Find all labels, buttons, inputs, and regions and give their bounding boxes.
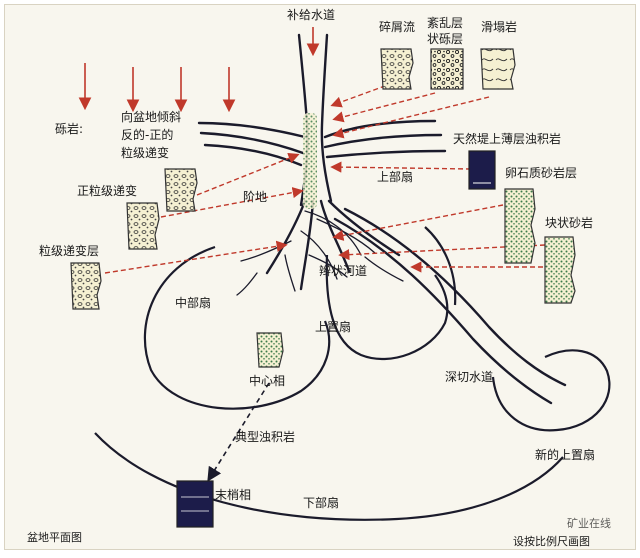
label-levee-turbidite: 天然堤上薄层浊积岩 bbox=[453, 131, 561, 146]
label-distal-facies: 末梢相 bbox=[215, 487, 251, 502]
label-graded-bed: 粒级递变层 bbox=[39, 243, 99, 258]
label-middle-fan: 中部扇 bbox=[175, 295, 211, 310]
label-terrace: 阶地 bbox=[243, 190, 267, 204]
label-conglomerate: 砾岩: bbox=[55, 121, 83, 136]
reverse-normal-column bbox=[126, 202, 160, 250]
label-new-suprafan: 新的上置扇 bbox=[535, 447, 595, 462]
watermark-text: 矿业在线 bbox=[567, 516, 611, 530]
label-reverse-normal-1: 反的-正的 bbox=[121, 127, 173, 142]
label-feeder-channel: 补给水道 bbox=[287, 8, 335, 22]
lower-fan-outline bbox=[94, 432, 564, 521]
label-typical-turbidite: 典型浊积岩 bbox=[235, 429, 295, 444]
label-incised-channel: 深切水道 bbox=[445, 370, 493, 384]
label-lower-fan: 下部扇 bbox=[303, 495, 339, 510]
sample-columns bbox=[70, 48, 576, 528]
upper-suprafan-outline bbox=[325, 254, 449, 360]
label-pebbly-sandstone: 卵石质砂岩层 bbox=[505, 165, 577, 180]
pebbly-sandstone-column bbox=[504, 188, 536, 264]
label-not-to-scale: 设按比例尺画图 bbox=[513, 534, 590, 548]
source-arrows bbox=[104, 82, 546, 274]
turbidite-path-arrow bbox=[207, 382, 270, 482]
label-upper-suprafan: 上置扇 bbox=[315, 319, 351, 334]
label-upper-fan: 上部扇 bbox=[377, 169, 413, 184]
distal-facies-column bbox=[176, 480, 214, 528]
label-slump: 滑塌岩 bbox=[481, 19, 517, 34]
new-suprafan-outline bbox=[491, 349, 611, 432]
label-massive-sandstone: 块状砂岩 bbox=[545, 215, 593, 230]
feeder-channel bbox=[197, 33, 447, 207]
labels: 补给水道 碎屑流 紊乱层 状砾层 滑塌岩 砾岩: 向盆地倾斜 反的-正的 粒级递… bbox=[27, 8, 611, 548]
debris-flow-column bbox=[380, 48, 414, 90]
label-chaotic-conglomerate-2: 状砾层 bbox=[427, 32, 463, 46]
label-debris-flow: 碎屑流 bbox=[379, 19, 415, 34]
slump-column bbox=[480, 48, 516, 90]
label-basin-slope: 向盆地倾斜 bbox=[121, 109, 181, 124]
chaotic-conglomerate-column bbox=[430, 48, 464, 90]
label-reverse-normal-2: 粒级递变 bbox=[121, 145, 169, 160]
label-braided-channel: 辫状河道 bbox=[319, 264, 367, 278]
label-normal-graded: 正粒级递变 bbox=[77, 183, 137, 198]
fan-outlines bbox=[94, 226, 611, 521]
graded-bed-column bbox=[70, 262, 102, 310]
central-facies-column bbox=[256, 332, 284, 368]
label-central-facies: 中心相 bbox=[249, 373, 285, 388]
diagram-frame: 补给水道 碎屑流 紊乱层 状砾层 滑塌岩 砾岩: 向盆地倾斜 反的-正的 粒级递… bbox=[4, 4, 636, 550]
right-fan-arc bbox=[424, 226, 457, 306]
incised-channel bbox=[333, 207, 567, 405]
label-plan-view: 盆地平面图 bbox=[27, 530, 82, 544]
massive-sandstone-column bbox=[544, 236, 576, 304]
middle-fan-outline bbox=[143, 245, 331, 410]
normal-graded-column bbox=[164, 168, 198, 212]
submarine-fan-diagram: 补给水道 碎屑流 紊乱层 状砾层 滑塌岩 砾岩: 向盆地倾斜 反的-正的 粒级递… bbox=[27, 8, 611, 548]
label-chaotic-conglomerate-1: 紊乱层 bbox=[427, 15, 463, 30]
slope-arrows bbox=[78, 27, 320, 113]
braided-channels bbox=[236, 113, 404, 296]
